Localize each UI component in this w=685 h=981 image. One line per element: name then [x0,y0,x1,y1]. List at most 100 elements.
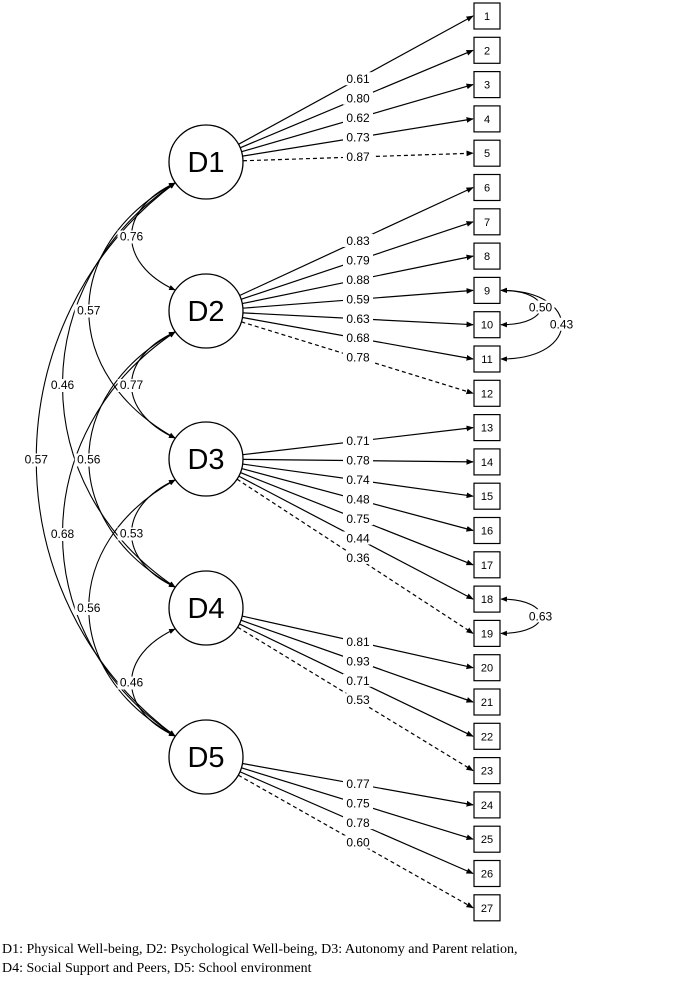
item-box-19: 19 [473,619,501,648]
loading-value: 0.74 [346,473,370,487]
loading-value: 0.60 [346,836,370,850]
correlation-value: 0.46 [120,676,144,690]
item-box-17: 17 [473,551,501,579]
item-label: 6 [484,183,490,195]
loading-label-bg [343,777,373,791]
correlation-value: 0.77 [120,378,144,392]
loading-value: 0.77 [346,777,370,791]
loading-label-bg [343,311,373,325]
item-label: 8 [484,251,490,263]
loading-value: 0.71 [346,434,370,448]
figure-caption: D1: Physical Well-being, D2: Psychologic… [2,940,685,978]
factor-label: D2 [187,296,224,328]
loading-value: 0.78 [346,351,370,365]
loading-label-bg [343,634,373,648]
loading-value: 0.62 [346,111,370,125]
loading-label-bg [343,434,373,448]
item-box-5: 5 [473,139,501,167]
loading-label-bg [343,91,373,105]
loading-label-bg [343,693,373,707]
factor-node-d5: D5 [168,719,244,795]
item-box-10: 10 [473,311,501,339]
item-box-22: 22 [473,722,501,750]
correlation-label-bg [74,453,103,467]
item-label: 22 [481,731,493,743]
item-label: 1 [484,11,490,23]
item-box-16: 16 [473,516,501,545]
factor-label: D1 [187,147,224,179]
item-box-11: 11 [473,345,501,373]
item-label: 12 [481,388,493,400]
correlation-value: 0.46 [51,378,75,392]
caption-line-2: D4: Social Support and Peers, D5: School… [2,961,312,976]
correlation-label-bg [117,527,146,541]
item-box-7: 7 [473,208,501,236]
error-covariance-value: 0.63 [529,609,553,623]
item-box-24: 24 [473,791,501,819]
item-label: 21 [481,697,493,709]
correlation-value: 0.56 [77,453,101,467]
factor-node-d4: D4 [168,570,244,646]
correlation-label-bg [117,676,146,690]
item-label: 4 [484,114,490,126]
correlation-value: 0.53 [120,527,144,541]
loading-value: 0.93 [346,654,370,668]
loading-value: 0.44 [346,531,370,545]
factor-node-d3: D3 [168,421,244,497]
loading-label-bg [343,512,373,526]
loading-value: 0.68 [346,331,370,345]
item-label: 14 [481,457,493,469]
error-covariance-value: 0.43 [550,318,574,332]
factor-node-d2: D2 [168,273,244,349]
item-box-12: 12 [473,379,501,407]
item-label: 7 [484,217,490,229]
loading-label-bg [343,331,373,345]
loading-value: 0.78 [346,454,370,468]
item-box-14: 14 [473,448,501,476]
loading-value: 0.59 [346,292,370,306]
item-box-23: 23 [473,756,501,785]
error-covariance-value: 0.50 [529,301,553,315]
correlation-label-bg [48,528,77,541]
loading-label-bg [343,654,373,668]
loading-label-bg [343,453,373,467]
item-box-18: 18 [473,585,501,613]
item-box-21: 21 [473,688,501,716]
factor-label: D4 [187,593,224,625]
loading-arrow [237,626,474,772]
item-box-13: 13 [473,414,501,442]
item-box-20: 20 [473,654,501,682]
loading-label-bg [343,835,373,849]
loading-value: 0.81 [346,635,370,649]
correlation-value: 0.68 [51,527,75,541]
correlation-value: 0.57 [25,453,49,467]
loading-value: 0.36 [346,551,370,565]
loading-label-bg [343,550,373,564]
item-box-27: 27 [473,894,501,922]
item-label: 24 [481,800,493,812]
loading-value: 0.63 [346,312,370,326]
item-box-1: 1 [473,2,501,30]
loading-value: 0.79 [346,253,370,267]
loading-label-bg [343,130,373,144]
item-label: 23 [481,766,493,778]
item-label: 9 [484,285,490,297]
item-label: 2 [484,45,490,57]
item-box-2: 2 [473,36,501,64]
correlation-label-bg [22,453,51,467]
item-label: 26 [481,869,493,881]
loading-label-bg [343,150,373,164]
loading-label-bg [343,350,373,364]
loading-label-bg [343,292,373,306]
loading-value: 0.75 [346,797,370,811]
item-label: 19 [481,628,493,640]
item-label: 3 [484,80,490,92]
loading-value: 0.73 [346,131,370,145]
loading-label-bg [343,233,373,247]
loading-label-bg [343,796,373,810]
loading-label-bg [343,473,373,487]
item-label: 18 [481,594,493,606]
item-label: 20 [481,663,493,675]
item-label: 13 [481,423,493,435]
loading-value: 0.83 [346,234,370,248]
